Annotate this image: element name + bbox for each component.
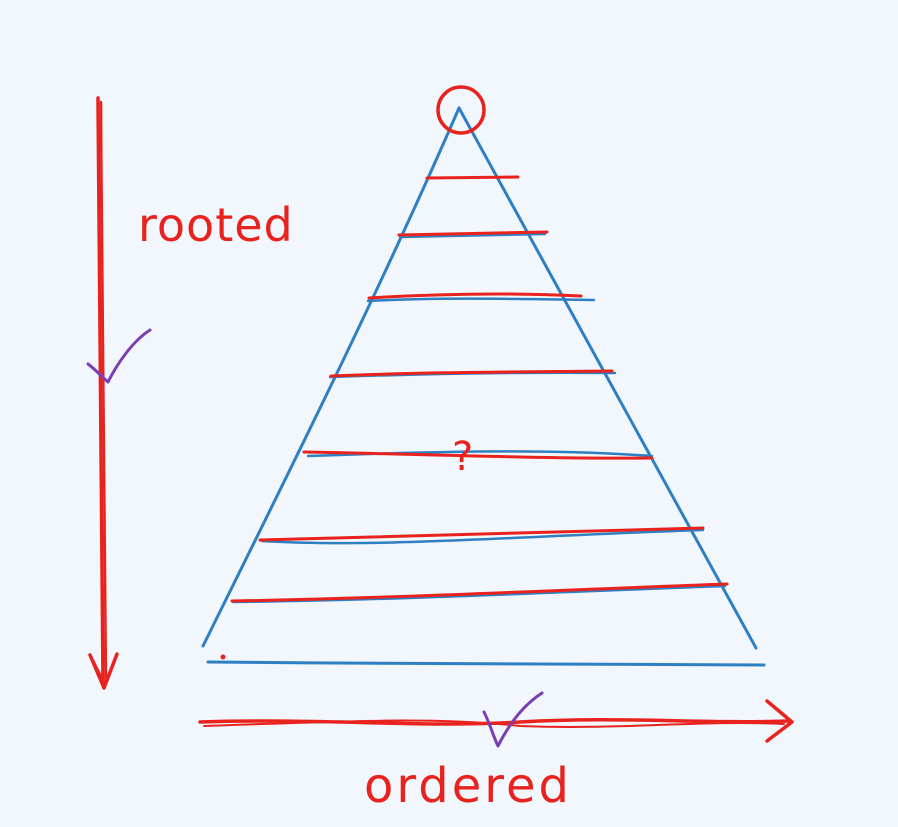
rooted-label: rooted xyxy=(138,198,294,252)
level-7 xyxy=(230,582,729,604)
vertical-arrow xyxy=(88,96,119,690)
horizontal-arrow xyxy=(198,699,794,743)
vertical-check-icon xyxy=(86,328,152,384)
level-2 xyxy=(397,230,549,239)
question-mark: ? xyxy=(452,434,473,480)
root-node-icon xyxy=(436,85,486,135)
level-5 xyxy=(302,450,654,460)
pyramid-levels xyxy=(230,175,729,604)
horizontal-check-icon xyxy=(482,691,544,748)
ordered-label: ordered xyxy=(364,758,572,814)
level-3 xyxy=(366,292,596,303)
pyramid-triangle xyxy=(201,106,766,667)
level-6 xyxy=(258,526,705,545)
corner-dot xyxy=(220,654,226,660)
level-4 xyxy=(328,369,617,379)
level-1 xyxy=(425,175,520,180)
